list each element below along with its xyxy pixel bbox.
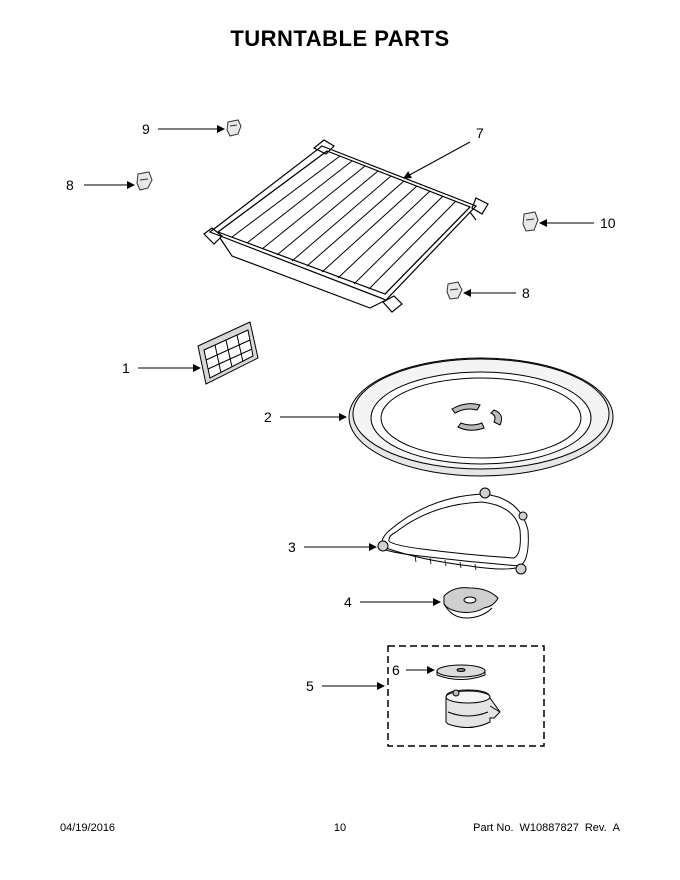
part-10-clip [522, 211, 539, 232]
part-6-motor-gear [436, 664, 486, 680]
footer-part-label: Part No. [473, 822, 514, 834]
part-9-clip [226, 119, 242, 137]
svg-text:8: 8 [66, 177, 74, 193]
svg-text:4: 4 [344, 594, 352, 610]
callout-5: 5 [306, 678, 385, 694]
svg-text:7: 7 [476, 125, 484, 141]
callout-4: 4 [344, 594, 441, 610]
footer-part-number: W10887827 [519, 822, 579, 834]
footer-rev-label: Rev. [584, 822, 607, 834]
svg-text:6: 6 [392, 662, 400, 678]
callout-1: 1 [122, 360, 201, 376]
part-4-coupler [443, 587, 499, 619]
callout-3: 3 [288, 539, 377, 555]
svg-text:3: 3 [288, 539, 296, 555]
footer-page-number: 10 [333, 822, 347, 834]
part-3-roller-guide [377, 487, 529, 575]
part-5-assembly-box [387, 645, 545, 747]
callout-8-right: 8 [463, 285, 530, 301]
callout-10: 10 [539, 215, 616, 231]
footer-part-info: Part No. W10887827 Rev. A [467, 822, 620, 834]
callout-8-left: 8 [66, 177, 135, 193]
footer-date: 04/19/2016 [60, 822, 116, 834]
callout-6: 6 [392, 662, 435, 678]
svg-text:9: 9 [142, 121, 150, 137]
part-2-turntable-tray [348, 357, 614, 477]
svg-text:1: 1 [122, 360, 130, 376]
svg-text:5: 5 [306, 678, 314, 694]
svg-text:8: 8 [522, 285, 530, 301]
callout-7: 7 [403, 125, 484, 179]
part-8-clip-right [446, 281, 463, 300]
callout-2: 2 [264, 409, 347, 425]
footer-rev-value: A [612, 822, 620, 834]
callout-9: 9 [142, 121, 225, 137]
part-5-turntable-motor [445, 689, 501, 728]
part-8-clip-left [136, 171, 153, 191]
page-title: TURNTABLE PARTS [230, 26, 450, 51]
part-1-filter-cover [197, 321, 259, 385]
svg-text:10: 10 [600, 215, 616, 231]
part-7-wire-rack [203, 139, 489, 313]
svg-text:2: 2 [264, 409, 272, 425]
